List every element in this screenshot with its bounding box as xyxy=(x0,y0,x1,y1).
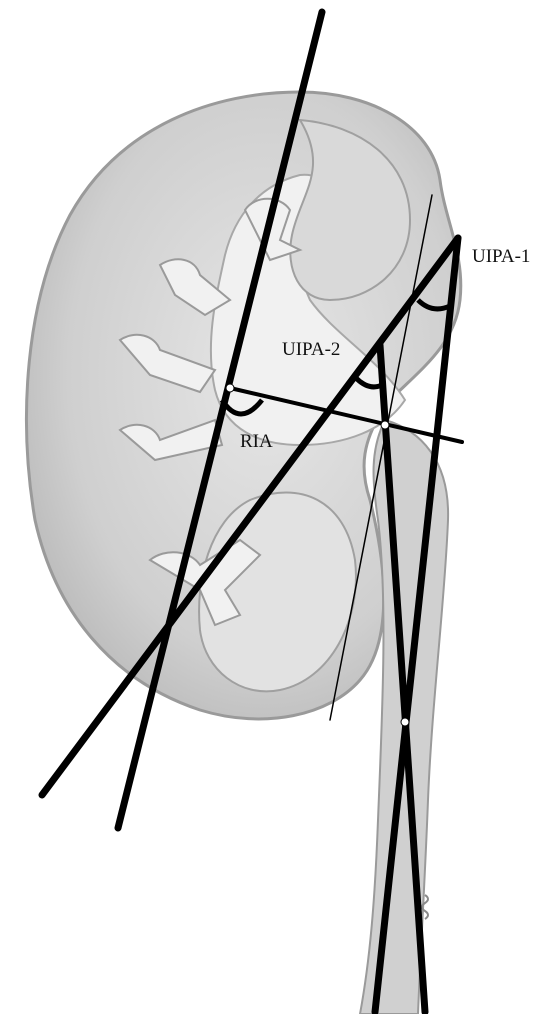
label-uipa2: UIPA-2 xyxy=(282,339,340,360)
ria-vertex-marker xyxy=(226,384,234,392)
ureter-crossing-marker xyxy=(401,718,409,726)
label-ria: RIA xyxy=(240,431,273,452)
label-uipa1: UIPA-1 xyxy=(472,246,530,267)
uipa2-vertex-marker xyxy=(381,421,389,429)
